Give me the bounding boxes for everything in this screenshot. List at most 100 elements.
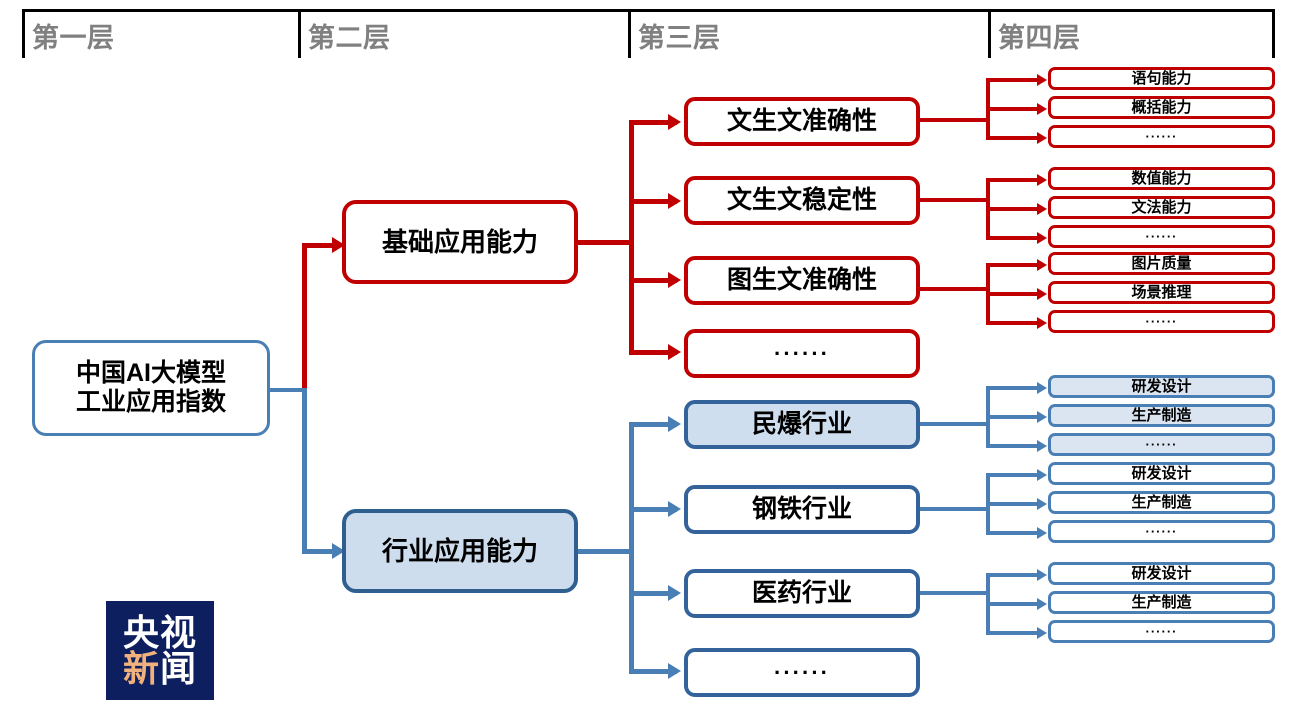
arrow-g3-item-2 <box>1037 288 1047 300</box>
connector-g1-branch-3 <box>986 136 1041 140</box>
logo-char-xin: 新 <box>122 647 160 689</box>
layer3-node-steel-industry[interactable]: 钢铁行业 <box>684 485 920 534</box>
connector-g1-branch-2 <box>986 107 1041 111</box>
arrow-root-to-basic <box>332 237 345 253</box>
connector-g6-branch-2 <box>986 602 1041 606</box>
connector-basic-branch-1 <box>629 120 677 125</box>
connector-g6-branch-1 <box>986 573 1041 577</box>
arrow-g4-item-3 <box>1037 440 1047 452</box>
layer2-node-industry[interactable]: 行业应用能力 <box>342 509 578 593</box>
connector-root-to-basic-horizontal <box>302 243 340 248</box>
arrow-basic-to-l3-2 <box>668 193 681 209</box>
arrow-basic-to-l3-3 <box>668 272 681 288</box>
layer4-node-g6-item2[interactable]: 生产制造 <box>1048 591 1275 614</box>
header-divider-3 <box>628 9 631 58</box>
layer3-node-pharma-industry[interactable]: 医药行业 <box>684 569 920 618</box>
arrow-root-to-industry <box>332 543 345 559</box>
connector-g4-branch-1 <box>986 386 1041 390</box>
connector-g2-branch-2 <box>986 207 1041 211</box>
layer3-node-text-accuracy[interactable]: 文生文准确性 <box>684 97 920 146</box>
header-divider-4 <box>988 9 991 58</box>
arrow-g6-item-1 <box>1037 569 1047 581</box>
connector-basic-branch-3 <box>629 278 677 283</box>
layer3-node-text-stability[interactable]: 文生文稳定性 <box>684 176 920 225</box>
connector-g5-stub <box>920 507 990 511</box>
arrow-g5-item-3 <box>1037 527 1047 539</box>
header-top-rule <box>22 9 1275 12</box>
layer3-node-explosives-industry[interactable]: 民爆行业 <box>684 400 920 449</box>
connector-basic-branch-4 <box>629 350 677 355</box>
layer3-node-basic-more[interactable]: ······ <box>684 329 920 378</box>
connector-industry-stub <box>578 549 633 554</box>
layer4-node-g3-item1[interactable]: 图片质量 <box>1048 252 1275 275</box>
connector-industry-branch-4 <box>629 669 677 674</box>
column-header-layer3: 第三层 <box>638 23 721 53</box>
layer4-node-g1-item3[interactable]: ······ <box>1048 125 1275 148</box>
arrow-industry-to-l3-4 <box>668 663 681 679</box>
connector-g5-branch-3 <box>986 531 1041 535</box>
layer3-node-image-accuracy[interactable]: 图生文准确性 <box>684 256 920 305</box>
connector-root-to-industry-horizontal <box>302 549 340 554</box>
logo-char-yang: 央 <box>122 611 160 653</box>
layer4-node-g2-item1[interactable]: 数值能力 <box>1048 167 1275 190</box>
connector-g4-stub <box>920 422 990 426</box>
layer4-node-g4-item3[interactable]: ······ <box>1048 433 1275 456</box>
layer4-node-g5-item1[interactable]: 研发设计 <box>1048 462 1275 485</box>
connector-industry-spine <box>629 422 634 673</box>
column-header-layer2: 第二层 <box>308 23 391 53</box>
connector-industry-branch-2 <box>629 507 677 512</box>
layer4-node-g5-item2[interactable]: 生产制造 <box>1048 491 1275 514</box>
arrow-basic-to-l3-4 <box>668 344 681 360</box>
connector-g6-stub <box>920 591 990 595</box>
layer4-node-g4-item2[interactable]: 生产制造 <box>1048 404 1275 427</box>
column-header-layer1: 第一层 <box>32 23 115 53</box>
connector-g3-stub <box>920 287 990 291</box>
layer3-node-industry-more[interactable]: ······ <box>684 648 920 697</box>
arrow-g3-item-3 <box>1037 317 1047 329</box>
header-divider-1 <box>22 9 25 58</box>
arrow-g5-item-2 <box>1037 498 1047 510</box>
connector-g3-branch-2 <box>986 292 1041 296</box>
root-node[interactable]: 中国AI大模型 工业应用指数 <box>32 340 270 436</box>
connector-g2-stub <box>920 198 990 202</box>
arrow-g1-item-3 <box>1037 132 1047 144</box>
layer4-node-g2-item3[interactable]: ······ <box>1048 225 1275 248</box>
arrow-g4-item-1 <box>1037 382 1047 394</box>
arrow-basic-to-l3-1 <box>668 114 681 130</box>
layer4-node-g5-item3[interactable]: ······ <box>1048 520 1275 543</box>
layer2-node-basic[interactable]: 基础应用能力 <box>342 200 578 284</box>
arrow-g2-item-3 <box>1037 232 1047 244</box>
layer4-node-g6-item1[interactable]: 研发设计 <box>1048 562 1275 585</box>
connector-g5-branch-1 <box>986 473 1041 477</box>
layer4-node-g3-item3[interactable]: ······ <box>1048 310 1275 333</box>
connector-g4-branch-2 <box>986 415 1041 419</box>
connector-g5-branch-2 <box>986 502 1041 506</box>
column-header-layer4: 第四层 <box>998 23 1081 53</box>
layer4-node-g2-item2[interactable]: 文法能力 <box>1048 196 1275 219</box>
layer4-node-g3-item2[interactable]: 场景推理 <box>1048 281 1275 304</box>
connector-g3-branch-1 <box>986 263 1041 267</box>
connector-basic-spine <box>629 120 634 355</box>
arrow-g1-item-1 <box>1037 74 1047 86</box>
header-divider-5 <box>1272 9 1275 58</box>
arrow-industry-to-l3-2 <box>668 501 681 517</box>
arrow-g1-item-2 <box>1037 103 1047 115</box>
layer4-node-g4-item1[interactable]: 研发设计 <box>1048 375 1275 398</box>
layer4-node-g1-item2[interactable]: 概括能力 <box>1048 96 1275 119</box>
connector-g6-branch-3 <box>986 631 1041 635</box>
arrow-g6-item-2 <box>1037 598 1047 610</box>
cctv-news-logo: 央视 新闻 <box>106 601 214 700</box>
logo-line-2: 新闻 <box>122 647 198 689</box>
connector-basic-stub <box>578 240 633 245</box>
logo-char-shi: 视 <box>160 611 198 653</box>
layer4-node-g6-item3[interactable]: ······ <box>1048 620 1275 643</box>
connector-root-stub <box>268 388 306 392</box>
logo-char-wen: 闻 <box>160 647 198 689</box>
arrow-industry-to-l3-3 <box>668 585 681 601</box>
layer4-node-g1-item1[interactable]: 语句能力 <box>1048 67 1275 90</box>
arrow-g3-item-1 <box>1037 259 1047 271</box>
arrow-industry-to-l3-1 <box>668 416 681 432</box>
arrow-g2-item-1 <box>1037 174 1047 186</box>
connector-industry-branch-3 <box>629 591 677 596</box>
